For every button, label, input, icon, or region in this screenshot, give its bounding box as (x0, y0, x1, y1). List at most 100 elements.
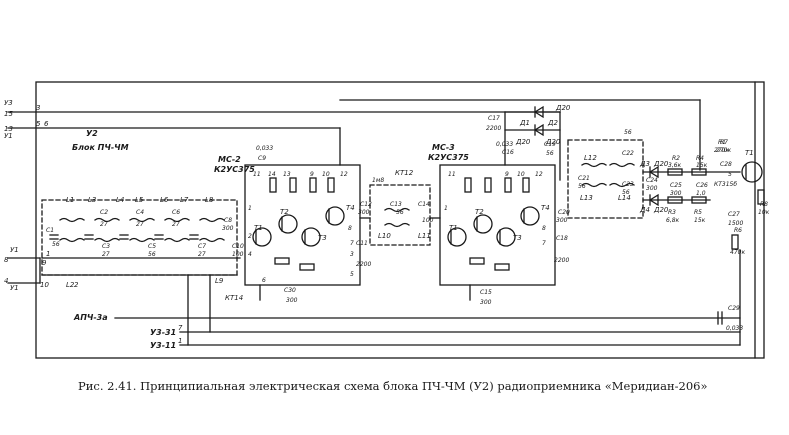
ic-mc2-transistors (252, 206, 345, 247)
diode-d4: Д4 (639, 206, 650, 214)
res-r6: R6 (734, 227, 742, 234)
transistor-mc2-t3: Т3 (318, 234, 327, 242)
filter-coils (59, 217, 225, 243)
res-r1: R1 (718, 139, 726, 146)
mc3-pin-7: 7 (542, 240, 546, 247)
cap-c16-val: 0,033 (496, 141, 513, 148)
block-title: Блок ПЧ-ЧМ (72, 143, 129, 152)
cap-c27-val: 1500 (728, 220, 743, 227)
conn-u1-4: У1 (10, 284, 19, 292)
res-r5: R5 (694, 209, 702, 216)
cap-c27: С27 (728, 211, 740, 218)
chip-mc2-type: К2УС375 (214, 165, 255, 174)
test-point-kt12: КТ12 (395, 169, 414, 177)
cap-c24: С24 (646, 177, 658, 184)
cap-c23: С23 (622, 181, 634, 188)
cap-c9-val: 0,033 (256, 145, 273, 152)
cap-c25-val: 300 (670, 190, 682, 197)
mc2-pin-13: 13 (283, 171, 291, 178)
mc2-pin-7: 7 (350, 240, 354, 247)
conn-u3-11-pin: 1 (178, 337, 182, 345)
chip-mc2-name: МС-2 (218, 155, 241, 164)
label-kt315b: КТ315б (714, 181, 737, 188)
filter-capacitors (49, 234, 199, 240)
output-resistors (642, 168, 765, 250)
cap-c4-val: 27 (136, 221, 144, 228)
cap-c7-val: 27 (198, 251, 206, 258)
cap-c12-val: 300 (358, 209, 370, 216)
mc2-pin-2: 2 (248, 233, 252, 240)
cap-c1-val: 56 (52, 241, 60, 248)
chip-mc3-type: К2УС375 (428, 153, 469, 162)
cap-c30-val: 300 (286, 297, 298, 304)
mc3-pin-1: 1 (444, 205, 448, 212)
cap-c18: С18 (556, 235, 568, 242)
inductor-l1: L1 (66, 196, 74, 204)
res-r5-val: 15к (694, 217, 706, 224)
inductor-l12: L12 (584, 154, 597, 162)
res-r1-val: 270к (714, 147, 729, 154)
transistor-mc3-t3: Т3 (513, 234, 522, 242)
mc2-pin-9: 9 (310, 171, 314, 178)
inductor-l4: L4 (116, 196, 124, 204)
res-r3-val: 6,8к (666, 217, 680, 224)
cap-c10-val: 100 (232, 251, 244, 258)
cap-c29: С29 (728, 305, 740, 312)
cap-c13: С13 (390, 201, 402, 208)
inductor-l3: L3 (88, 196, 96, 204)
inductor-l2: L2 (66, 281, 75, 289)
conn-apch: АПЧ-3а (73, 313, 108, 322)
inductor-l9: L9 (215, 277, 224, 285)
left-pin-1: 1 (46, 250, 50, 258)
mc2-pin-5: 5 (350, 271, 354, 278)
conn-u1-4-pin: 4 (4, 277, 8, 285)
test-point-kt14: КТ14 (225, 294, 243, 302)
inductor-l5: L5 (135, 196, 144, 204)
conn-u1-8: У1 (10, 246, 19, 254)
cap-c5-val: 56 (148, 251, 156, 258)
label-1m8: 1м8 (372, 177, 384, 184)
res-r8: R8 (760, 201, 768, 208)
cap-c11-val: 2200 (356, 261, 371, 268)
conn-u3-top: У3 (4, 99, 13, 107)
res-r2-val: 3,6к (668, 162, 682, 169)
cap-c30: С30 (284, 287, 296, 294)
diode-d2: Д2 (547, 119, 558, 127)
cap-c6-val: 27 (172, 221, 180, 228)
res-r7: R7 (720, 139, 728, 146)
diode-d3: Д3 (639, 160, 650, 168)
cap-c23-val: 56 (622, 189, 630, 196)
transistor-mc3-t1: Т1 (449, 224, 458, 232)
conn-u3-11: У3-11 (150, 341, 176, 350)
cap-c2: С2 (100, 209, 108, 216)
res-r7-val: 270к (716, 147, 731, 154)
cap-c20-val: 300 (556, 217, 568, 224)
transistor-mc3-t4: Т4 (541, 204, 550, 212)
cap-c14: С14 (418, 201, 430, 208)
cap-c10: С10 (232, 243, 244, 250)
output-transistor (741, 161, 763, 183)
cap-c19-val: 56 (546, 150, 554, 157)
res-r2: R2 (672, 155, 680, 162)
conn-pin-6: 6 (44, 120, 49, 128)
cap-c9: С9 (258, 155, 266, 162)
res-r6-val: 470к (730, 249, 745, 256)
conn-pin-13: 13 (4, 125, 13, 133)
inductor-l10: L10 (378, 232, 391, 240)
mc3-pin-12: 12 (535, 171, 543, 178)
inductor-l11: L11 (418, 232, 431, 240)
cap-c28-val: 5 (728, 171, 732, 178)
cap-c8: С8 (224, 217, 232, 224)
schematic-labels: У2 Блок ПЧ-ЧМ МС-2 К2УС375 МС-3 К2УС375 … (4, 99, 770, 350)
diode-d20-1: Д20 (555, 104, 571, 112)
cap-c11: С11 (356, 240, 368, 247)
mc2-pin-14: 14 (268, 171, 276, 178)
ic-mc2-outline (244, 164, 361, 286)
conn-u1-8-pin: 8 (4, 256, 9, 264)
block-ref: У2 (86, 129, 98, 138)
inductor-l6: L6 (160, 196, 169, 204)
coupling-filter (369, 184, 431, 246)
cap-c16: С16 (502, 149, 514, 156)
cap-c15: С15 (480, 289, 492, 296)
cap-c7: С7 (198, 243, 206, 250)
